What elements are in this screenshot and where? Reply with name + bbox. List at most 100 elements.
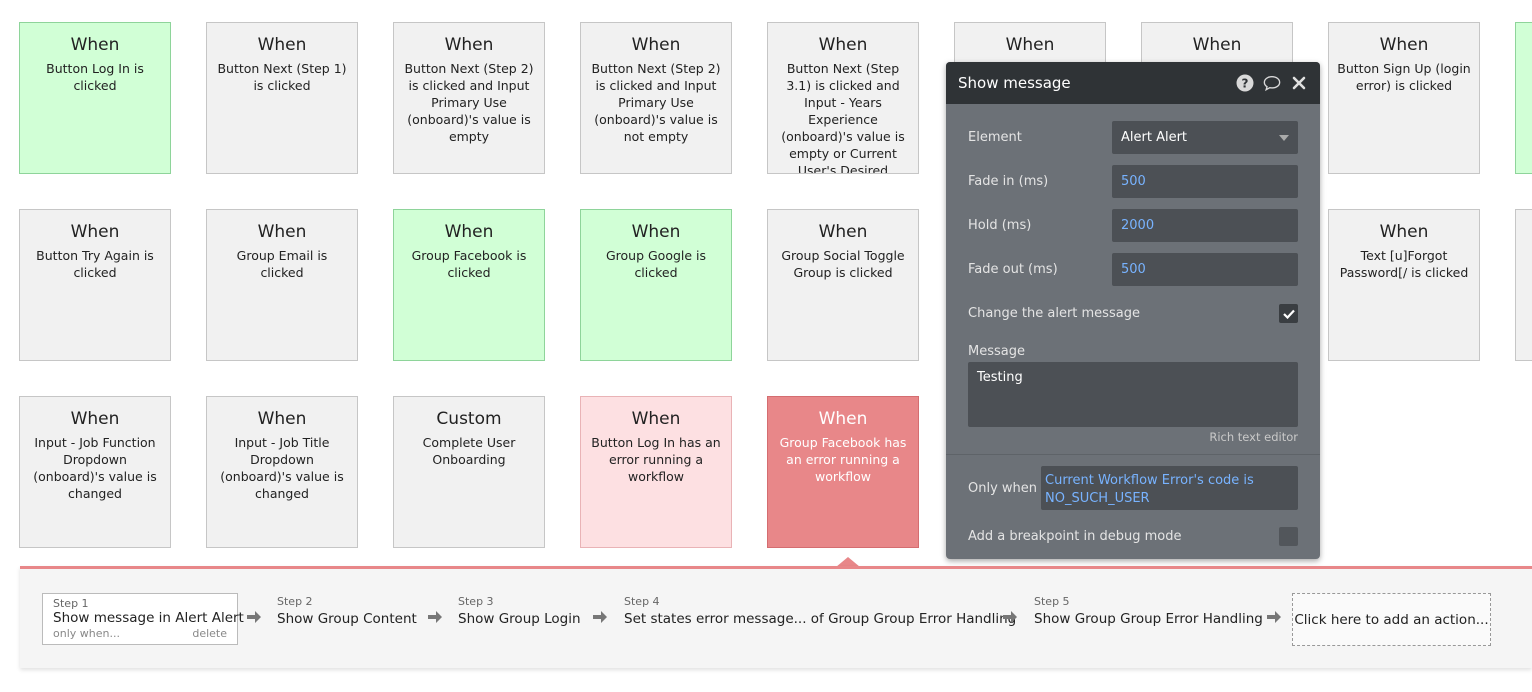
workflow-card-description: Text [u]Forgot Password[/ is clicked: [1339, 248, 1469, 280]
workflow-card-title: When: [1192, 35, 1242, 55]
panel-divider: [946, 454, 1320, 455]
step-5[interactable]: Step 5 Show Group Group Error Handling: [1034, 595, 1263, 627]
workflow-card-description: Group Facebook has an error running a wo…: [779, 435, 907, 484]
breakpoint-checkbox[interactable]: [1279, 527, 1298, 546]
step-text: Set states error message... of Group Gro…: [624, 611, 1017, 627]
help-icon[interactable]: ?: [1236, 74, 1254, 92]
step-2[interactable]: Step 2 Show Group Content: [277, 595, 417, 627]
only-when-row: Only when Current Workflow Error's code …: [968, 466, 1298, 510]
panel-title: Show message: [958, 74, 1071, 92]
workflow-card-title: When: [70, 222, 120, 242]
step-text: Show Group Group Error Handling: [1034, 611, 1263, 627]
workflow-card-title: When: [444, 35, 494, 55]
close-icon[interactable]: [1290, 74, 1308, 92]
workflow-card-title: When: [257, 35, 307, 55]
step-number: Step 2: [277, 595, 313, 608]
step-4[interactable]: Step 4 Set states error message... of Gr…: [624, 595, 1016, 627]
workflow-card-title: When: [1005, 35, 1055, 55]
comment-icon[interactable]: [1263, 74, 1281, 92]
show-message-panel: Show message ? Element Alert Alert Fade …: [946, 62, 1320, 559]
add-action-button[interactable]: Click here to add an action...: [1292, 593, 1491, 646]
element-dropdown[interactable]: Alert Alert: [1112, 121, 1298, 154]
step-text: Show Group Content: [277, 611, 417, 627]
workflow-card-description: Button Next (Step 2) is clicked and Inpu…: [591, 61, 721, 144]
breakpoint-label: Add a breakpoint in debug mode: [968, 529, 1182, 544]
workflow-card-description: Button Next (Step 3.1) is clicked and In…: [781, 61, 905, 174]
workflow-card-title: When: [631, 409, 681, 429]
change-alert-row: Change the alert message: [968, 304, 1298, 323]
workflow-card-description: Input - Job Function Dropdown (onboard)'…: [33, 435, 157, 501]
step-1[interactable]: Step 1 Show message in Alert Alert only …: [42, 593, 244, 645]
chevron-down-icon: [1279, 130, 1289, 145]
rich-text-editor-link[interactable]: Rich text editor: [1209, 430, 1298, 444]
step-3[interactable]: Step 3 Show Group Login: [458, 595, 581, 627]
partial-card-edge[interactable]: [1515, 22, 1532, 174]
workflow-card-title: When: [818, 409, 868, 429]
workflow-card-title: When: [818, 222, 868, 242]
hold-row: Hold (ms) 2000: [968, 209, 1298, 242]
hold-input[interactable]: 2000: [1112, 209, 1298, 242]
fade-out-row: Fade out (ms) 500: [968, 253, 1298, 286]
fade-in-input[interactable]: 500: [1112, 165, 1298, 198]
workflow-card-description: Group Google is clicked: [605, 248, 707, 280]
step-text: Show Group Login: [458, 611, 581, 627]
step-number: Step 3: [458, 595, 494, 608]
workflow-card-title: When: [818, 35, 868, 55]
step-number: Step 1: [53, 597, 89, 610]
breakpoint-row: Add a breakpoint in debug mode: [968, 527, 1298, 546]
change-alert-checkbox[interactable]: [1279, 304, 1298, 323]
change-alert-label: Change the alert message: [968, 306, 1140, 321]
fade-in-row: Fade in (ms) 500: [968, 165, 1298, 198]
fade-in-label: Fade in (ms): [968, 174, 1049, 189]
arrow-right-icon: [1266, 609, 1282, 625]
arrow-right-icon: [1002, 609, 1018, 625]
step-text: Show message in Alert Alert: [53, 610, 244, 626]
arrow-right-icon: [427, 609, 443, 625]
only-when-condition[interactable]: Current Workflow Error's code is NO_SUCH…: [1041, 466, 1298, 510]
message-label: Message: [968, 344, 1025, 359]
element-row: Element Alert Alert: [968, 121, 1298, 154]
delete-link[interactable]: delete: [192, 627, 227, 640]
workflow-card-title: Custom: [436, 409, 502, 429]
workflow-card-title: When: [257, 409, 307, 429]
message-textarea[interactable]: Testing: [968, 362, 1298, 427]
step-number: Step 5: [1034, 595, 1070, 608]
workflow-card-title: When: [257, 222, 307, 242]
workflow-card-description: Button Try Again is clicked: [36, 248, 154, 280]
only-when-label: Only when: [968, 480, 1038, 496]
workflow-card-description: Button Log In has an error running a wor…: [591, 435, 721, 484]
selected-card-pointer: [836, 557, 860, 567]
only-when-link[interactable]: only when...: [53, 627, 120, 640]
step-number: Step 4: [624, 595, 660, 608]
fade-out-label: Fade out (ms): [968, 262, 1058, 277]
panel-header: Show message ?: [946, 62, 1320, 104]
arrow-right-icon: [592, 609, 608, 625]
workflow-card-description: Button Sign Up (login error) is clicked: [1337, 61, 1471, 93]
arrow-right-icon: [246, 609, 262, 625]
workflow-step-bar: Step 1 Show message in Alert Alert only …: [20, 566, 1532, 668]
element-label: Element: [968, 130, 1022, 145]
workflow-card-description: Button Log In is clicked: [46, 61, 144, 93]
hold-label: Hold (ms): [968, 218, 1032, 233]
partial-card-edge[interactable]: [1515, 209, 1532, 361]
fade-out-input[interactable]: 500: [1112, 253, 1298, 286]
workflow-card-description: Complete User Onboarding: [422, 435, 516, 467]
workflow-card-description: Button Next (Step 1) is clicked: [217, 61, 347, 93]
